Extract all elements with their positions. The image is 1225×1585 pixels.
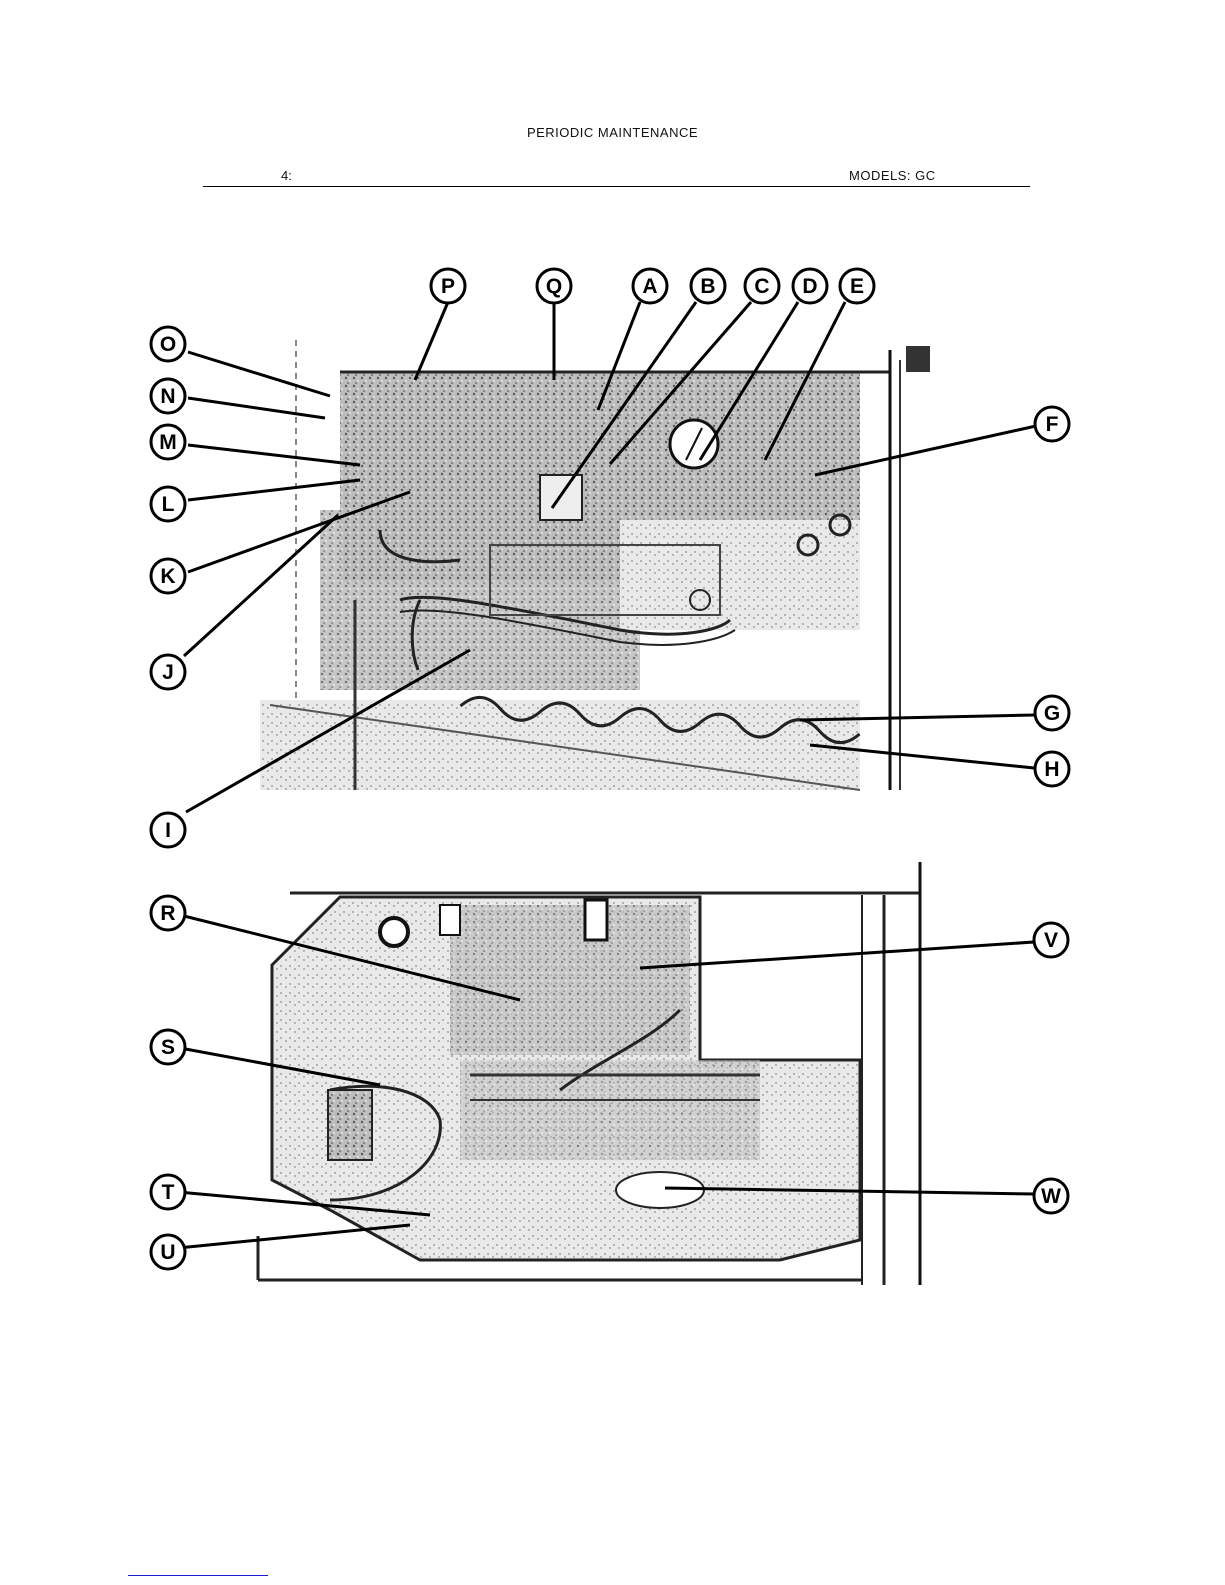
- callout-label-n: N: [160, 385, 175, 408]
- callout-label-q: Q: [546, 275, 562, 298]
- footer-rule: [128, 1575, 268, 1576]
- callout-label-b: B: [700, 275, 715, 298]
- callout-label-w: W: [1041, 1185, 1061, 1208]
- callout-label-f: F: [1046, 413, 1059, 436]
- callout-label-o: O: [160, 333, 176, 356]
- callout-label-r: R: [160, 902, 175, 925]
- callout-label-i: I: [165, 819, 171, 842]
- callout-label-a: A: [642, 275, 657, 298]
- callout-label-d: D: [802, 275, 817, 298]
- upper-photo: [260, 340, 930, 790]
- callout-label-v: V: [1044, 929, 1058, 952]
- callout-label-u: U: [160, 1241, 175, 1264]
- callout-label-l: L: [162, 493, 175, 516]
- callout-label-g: G: [1044, 702, 1060, 725]
- callout-label-c: C: [754, 275, 769, 298]
- callout-label-e: E: [850, 275, 864, 298]
- callout-label-j: J: [162, 661, 174, 684]
- callout-label-s: S: [161, 1036, 175, 1059]
- callout-label-k: K: [160, 565, 175, 588]
- lower-photo: [258, 862, 920, 1285]
- callout-label-p: P: [441, 275, 455, 298]
- callout-label-h: H: [1044, 758, 1059, 781]
- callout-label-t: T: [162, 1181, 175, 1204]
- callout-label-m: M: [159, 431, 177, 454]
